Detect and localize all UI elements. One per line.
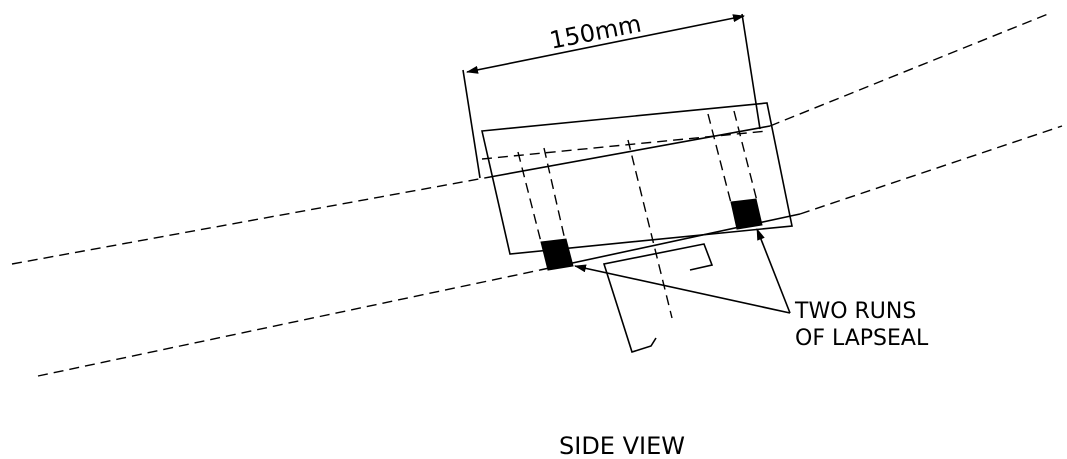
callout-leaders xyxy=(574,228,791,314)
upper-sheet-edge xyxy=(11,13,1049,265)
lapseal-run-left xyxy=(540,238,574,271)
callout-line-2: OF LAPSEAL xyxy=(795,326,929,351)
callout-line-1: TWO RUNS xyxy=(794,299,916,324)
overlap-joint-outline xyxy=(481,102,793,255)
lapseal-run-right xyxy=(730,198,763,230)
dimension-label: 150mm xyxy=(547,10,643,55)
dimension-150mm xyxy=(462,13,761,179)
view-title: SIDE VIEW xyxy=(559,432,685,459)
hidden-lines xyxy=(481,110,768,319)
bracket-profile xyxy=(602,243,714,354)
